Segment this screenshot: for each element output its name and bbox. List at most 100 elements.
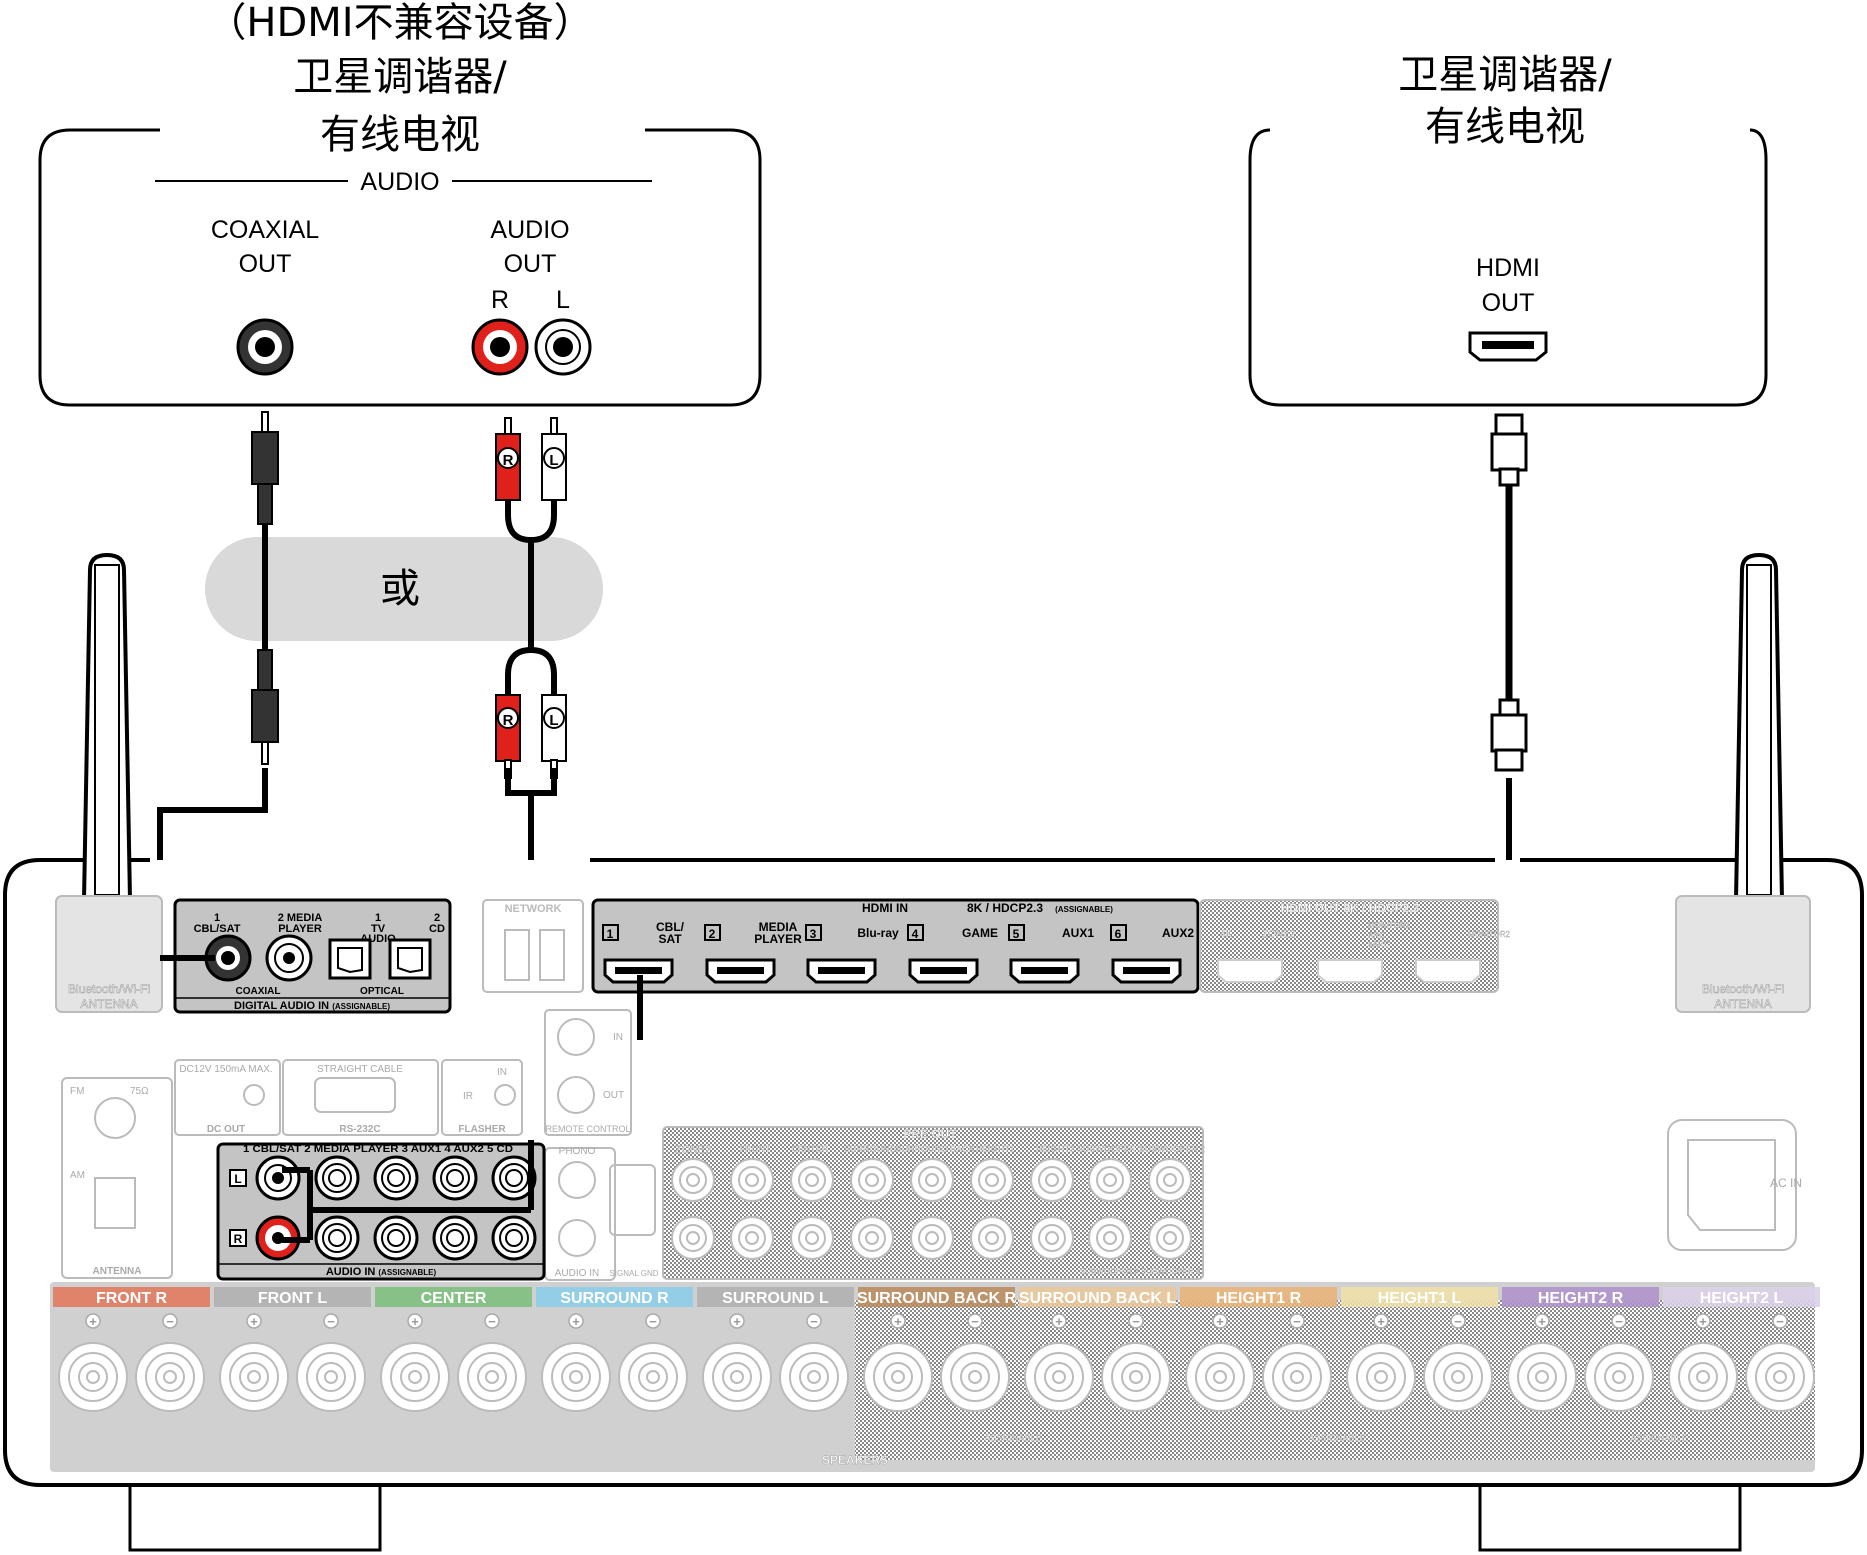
pre-out-jack [790,1158,834,1202]
dai-in2-name-b: PLAYER [278,923,322,935]
hdmi-out-monitor2: MONITOR2 [1468,930,1511,939]
pre-out-jack [850,1216,894,1260]
left-device-title-line1: （HDMI不兼容设备） [206,0,593,46]
dai-in3-num: 1 [375,912,381,924]
pre-out-zone2: ZONE2 [675,1144,712,1156]
hdmi-out-monitor1: MONITOR1 [1368,921,1411,930]
audio-out-l-label: L [556,286,570,314]
network-port: NETWORK [482,899,584,993]
antenna: ANTENNA [93,1266,142,1277]
audio-out-l-jack [534,318,592,376]
speaker-channel-label: FRONT L [258,1290,328,1307]
hdmi-in-num6: 6 [1115,927,1122,941]
speaker-terminal [863,1342,933,1412]
terminal-polarity: + [1538,1314,1546,1329]
terminal-polarity: − [1454,1314,1462,1329]
terminal-polarity: + [572,1314,580,1329]
speaker-terminal [135,1342,205,1412]
hdmi-out-label-2: OUT [1482,289,1535,317]
pre-out-jack [970,1158,1014,1202]
pre-out-jacks [671,1158,1192,1260]
speaker-channel: SURROUND BACK L+− [1019,1287,1176,1412]
speaker-terminal [457,1342,527,1412]
hdmi-in-panel: HDMI IN 8K / HDCP2.3 (ASSIGNABLE) 1 CBL/… [591,898,1200,994]
dai-in1-name: CBL/SAT [194,923,241,935]
speakers-assignable-2: ASSIGNABLE [1308,1433,1365,1443]
flasher: FLASHER [458,1124,506,1135]
bt-antenna-right-1: Bluetooth/Wi-Fi [1702,982,1784,996]
speaker-channel: FRONT L+− [214,1287,371,1412]
hdmi-in-name4: GAME [962,926,998,940]
hdmi-out-arc: ARC [1368,931,1385,940]
dai-in4-name: CD [429,923,445,935]
remote-in: IN [613,1032,623,1043]
phono: PHONO [559,1146,596,1157]
pre-out-jack [1088,1216,1132,1260]
terminal-polarity: − [166,1314,174,1329]
terminal-polarity: − [1132,1314,1140,1329]
audio-in-l: L [234,1172,241,1186]
bt-antenna-left-2: ANTENNA [80,997,137,1011]
left-antenna: Bluetooth/Wi-Fi ANTENNA [55,552,163,1013]
ir-in: IN [497,1067,507,1078]
speaker-terminal [1668,1342,1738,1412]
terminal-polarity: − [810,1314,818,1329]
speaker-channel-label: HEIGHT2 L [1700,1290,1784,1307]
pre-out-jack [1030,1216,1074,1260]
hdmi-in-name6: AUX2 [1162,926,1194,940]
speaker-channels: FRONT R+−FRONT L+−CENTER+−SURROUND R+−SU… [53,1287,1820,1412]
speaker-terminal [1346,1342,1416,1412]
or-bubble: 或 [205,537,603,641]
pre-out-label: CENTER [791,1144,829,1154]
pre-out-jack [910,1158,954,1202]
terminal-polarity: + [894,1314,902,1329]
speaker-channel-label: CENTER [421,1290,487,1307]
speaker-terminal [1423,1342,1493,1412]
hdmi-in-name2b: PLAYER [754,932,802,946]
dc-out-spec: DC12V 150mA MAX. [179,1064,272,1075]
pre-out-jack [1148,1216,1192,1260]
hdmi-in-num4: 4 [912,927,919,941]
misc-port-labels: DC12V 150mA MAX. DC OUT STRAIGHT CABLE R… [70,1032,1802,1279]
speaker-channel-label: HEIGHT2 R [1538,1290,1624,1307]
audio-group-label: AUDIO [360,168,439,196]
remote-control: REMOTE CONTROL [545,1124,630,1134]
dai-in1-num: 1 [214,912,220,924]
dai-in4-num: 2 [434,912,440,924]
terminal-polarity: + [1216,1314,1224,1329]
hdmi-out-label-1: HDMI [1476,254,1540,282]
pre-out-label: HEIGHT1 [975,1144,1014,1154]
pre-out-label: FRONT [740,1144,771,1154]
dai-optical: OPTICAL [360,986,404,997]
speaker-channel-label: FRONT R [96,1290,168,1307]
hdmi-in-spec: 8K / HDCP2.3 [967,901,1043,915]
terminal-polarity: − [488,1314,496,1329]
hdmi-in-ports [603,958,1182,984]
remote-out: OUT [603,1090,624,1101]
terminal-polarity: − [971,1314,979,1329]
speaker-channel-label: SURROUND L [722,1290,829,1307]
speaker-channel: FRONT R+− [53,1287,210,1412]
pre-out-jack [1148,1158,1192,1202]
audio-out-r-jack [471,318,529,376]
hdmi-out-earc: eARC [1368,940,1390,949]
left-device-title-line3: 有线电视 [320,112,480,158]
terminal-polarity: + [1377,1314,1385,1329]
or-label: 或 [380,566,420,612]
terminal-polarity: − [1776,1314,1784,1329]
coaxial-out-label-1: COAXIAL [211,216,319,244]
speaker-channel: SURROUND R+− [536,1287,693,1412]
plug-l-top: L [549,452,558,469]
terminal-polarity: + [411,1314,419,1329]
pre-out-title: PRE OUT [903,1127,957,1141]
speaker-terminal [1507,1342,1577,1412]
pre-out-label: SURROUND BACK [895,1144,974,1154]
terminal-polarity: + [1699,1314,1707,1329]
speaker-channel-label: SURROUND R [560,1290,669,1307]
pre-out-label: SUBWOOFER 2 [1139,1144,1206,1154]
speaker-channel: HEIGHT2 L + − [1663,1287,1820,1412]
receiver-rear-panel: Bluetooth/Wi-Fi ANTENNA Bluetooth/Wi-Fi … [3,552,1864,1552]
speakers-assignable-1: ASSIGNABLE [984,1433,1041,1443]
hdmi-in-title: HDMI IN [862,901,908,915]
hdmi-in-name1a: CBL/ [656,920,685,934]
